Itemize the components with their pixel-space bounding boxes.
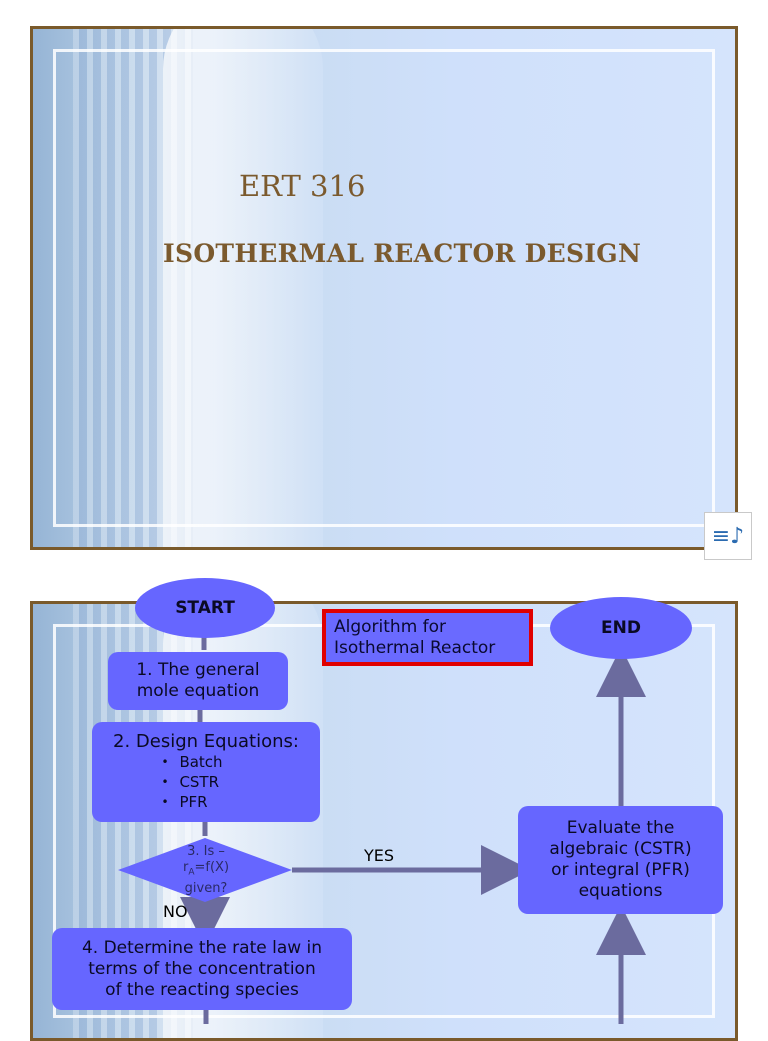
step4-line: terms of the concentration — [88, 958, 316, 979]
caption-line: Algorithm for — [334, 617, 447, 637]
step1-line: 1. The general — [136, 660, 260, 680]
evaluate-line: Evaluate the — [566, 818, 675, 838]
step3-r: r — [182, 860, 189, 875]
step4-line: of the reacting species — [105, 979, 299, 1000]
end-node: END — [550, 597, 692, 659]
step3-text: 3. Is – rA=f(X) given? — [168, 844, 244, 897]
evaluate-line: or integral (PFR) — [551, 860, 690, 880]
end-label: END — [601, 617, 641, 638]
step4-box: 4. Determine the rate law in terms of th… — [52, 928, 352, 1010]
slide-title: ISOTHERMAL REACTOR DESIGN — [163, 239, 642, 268]
notes-music-icon: ≡♪ — [711, 523, 745, 549]
caption-line: Isothermal Reactor — [334, 638, 496, 658]
list-item: PFR — [161, 792, 222, 812]
design-equations-list: Batch CSTR PFR — [161, 752, 222, 812]
decision-diamond — [118, 838, 292, 902]
step4-line: 4. Determine the rate law in — [81, 937, 323, 958]
no-label: NO — [163, 902, 188, 921]
course-code: ERT 316 — [239, 169, 366, 203]
step3-subscript: A — [188, 867, 195, 878]
start-label: START — [175, 597, 235, 618]
list-item: CSTR — [161, 772, 222, 792]
step2-title: 2. Design Equations: — [113, 731, 299, 752]
step1-box: 1. The general mole equation — [108, 652, 288, 710]
evaluate-line: algebraic (CSTR) — [549, 839, 692, 859]
step3-line: given? — [184, 880, 228, 896]
slide-inner-frame — [53, 49, 715, 527]
start-node: START — [135, 578, 275, 638]
step3-line: rA=f(X) — [168, 860, 244, 881]
step1-line: mole equation — [136, 681, 260, 701]
title-slide: ERT 316 ISOTHERMAL REACTOR DESIGN — [30, 26, 738, 550]
evaluate-line: equations — [578, 881, 663, 901]
list-item: Batch — [161, 752, 222, 772]
step2-box: 2. Design Equations: Batch CSTR PFR — [92, 722, 320, 822]
yes-label: YES — [364, 846, 395, 865]
step3-line: 3. Is – — [187, 844, 225, 859]
algorithm-caption: Algorithm for Isothermal Reactor — [322, 609, 533, 666]
notes-button[interactable]: ≡♪ — [704, 512, 752, 560]
step3-eq: =f(X) — [194, 860, 230, 875]
evaluate-box: Evaluate the algebraic (CSTR) or integra… — [518, 806, 723, 914]
slide-background — [33, 29, 735, 547]
